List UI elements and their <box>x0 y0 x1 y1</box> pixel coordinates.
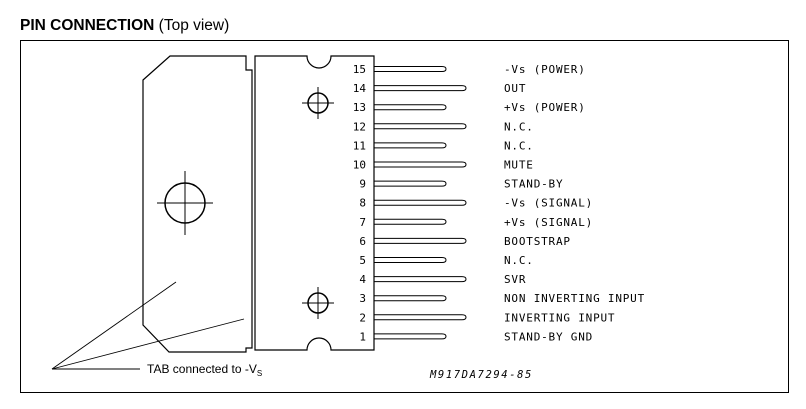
pin-number: 15 <box>353 63 366 76</box>
pin-4: 4 SVR <box>359 273 526 286</box>
pin-label: STAND-BY GND <box>504 330 593 343</box>
pin-10: 10 MUTE <box>353 159 534 172</box>
diagram-title-main: PIN CONNECTION <box>20 17 155 34</box>
pin-lead <box>374 237 467 244</box>
pin-number: 2 <box>359 311 366 324</box>
pin-label: N.C. <box>504 254 534 267</box>
pin-lead <box>374 123 467 130</box>
pin-14: 14 OUT <box>353 82 526 95</box>
pin-lead <box>374 333 447 340</box>
tab-note-subscript: S <box>257 369 262 378</box>
pin-number: 7 <box>359 216 366 229</box>
pin-label: -Vs (SIGNAL) <box>504 197 593 210</box>
pin-lead <box>374 66 447 72</box>
pin-lead <box>374 199 467 206</box>
pin-lead <box>374 218 447 225</box>
pin-8: 8 -Vs (SIGNAL) <box>359 197 593 210</box>
pin-number: 1 <box>359 330 366 343</box>
pin-number: 6 <box>359 235 366 248</box>
pin-number: 11 <box>353 139 366 152</box>
heatsink-tab <box>142 55 253 353</box>
pin-lead <box>374 142 447 149</box>
pin-number: 4 <box>359 273 366 286</box>
pin-lead <box>374 295 447 302</box>
pin-label: NON INVERTING INPUT <box>504 292 645 305</box>
tab-note-text: TAB connected to -V <box>147 362 257 376</box>
tab-mounting-hole <box>157 171 213 235</box>
pin-7: 7 +Vs (SIGNAL) <box>359 216 593 229</box>
pin-label: +Vs (POWER) <box>504 101 586 114</box>
pin-label: N.C. <box>504 120 534 133</box>
pin-label: MUTE <box>504 159 534 172</box>
pin-lead <box>374 85 467 92</box>
pin-number: 10 <box>353 159 366 172</box>
diagram-title: PIN CONNECTION (Top view) <box>20 17 229 35</box>
pin-9: 9 STAND-BY <box>359 178 563 191</box>
pin-lead <box>374 276 467 283</box>
tab-leader-lines <box>51 281 245 370</box>
pin-number: 14 <box>353 82 367 95</box>
pin-12: 12 N.C. <box>353 120 534 133</box>
pin-number: 13 <box>353 101 366 114</box>
body-bottom-hole <box>302 287 334 319</box>
pin-label: N.C. <box>504 139 534 152</box>
pin-2: 2 INVERTING INPUT <box>359 311 615 324</box>
drawing-code: M917DA7294-85 <box>429 369 533 381</box>
pin-label: BOOTSTRAP <box>504 235 571 248</box>
body-top-hole <box>302 87 334 119</box>
pin-label: STAND-BY <box>504 178 563 191</box>
outer-frame <box>20 40 789 393</box>
pin-lead <box>374 161 467 168</box>
package-body <box>254 55 375 351</box>
diagram-title-sub: (Top view) <box>158 17 230 34</box>
pin-label: SVR <box>504 273 526 286</box>
pin-label: OUT <box>504 82 526 95</box>
pin-5: 5 N.C. <box>359 254 533 267</box>
pin-lead <box>374 104 447 111</box>
pin-11: 11 N.C. <box>353 139 534 152</box>
pin-number: 12 <box>353 120 366 133</box>
pin-6: 6 BOOTSTRAP <box>359 235 570 248</box>
pin-1: 1 STAND-BY GND <box>359 330 593 343</box>
pin-number: 8 <box>359 197 366 210</box>
pin-number: 5 <box>359 254 366 267</box>
pin-lead <box>374 314 467 321</box>
pin-label: INVERTING INPUT <box>504 311 615 324</box>
pin-label: +Vs (SIGNAL) <box>504 216 593 229</box>
pin-15: 15 -Vs (POWER) <box>353 63 586 76</box>
pin-13: 13 +Vs (POWER) <box>353 101 586 114</box>
pin-lead <box>374 257 447 263</box>
pin-label: -Vs (POWER) <box>504 63 586 76</box>
pin-number: 3 <box>359 292 366 305</box>
tab-note: TAB connected to -VS <box>147 362 262 378</box>
pin-number: 9 <box>359 178 366 191</box>
pin-lead <box>374 180 447 187</box>
pin-3: 3 NON INVERTING INPUT <box>359 292 645 305</box>
